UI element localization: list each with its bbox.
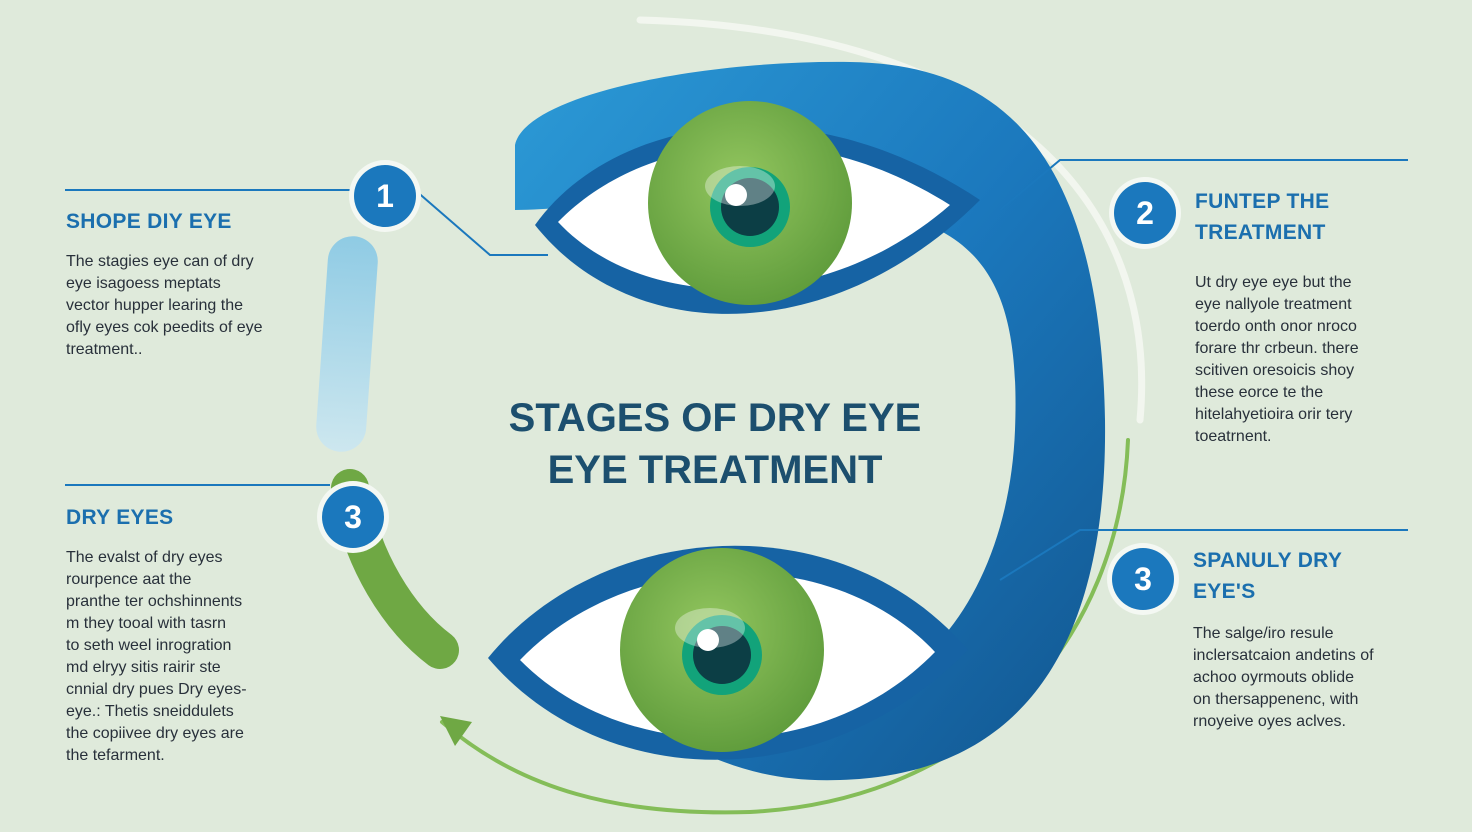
stage-panel-3-right: SPANULY DRY EYE'S The salge/iro resule i… [1193, 545, 1453, 733]
text-line: to seth weel inrogration [66, 637, 232, 654]
text-line: eye.: Thetis sneiddulets [66, 703, 234, 720]
text-line: ofly eyes cok peedits of eye [66, 319, 263, 336]
text-line: achoo oyrmouts oblide [1193, 669, 1354, 686]
text-line: eye nallyole treatment [1195, 296, 1352, 313]
blue-capsule [316, 236, 378, 452]
stage-badge-3-right: 3 [1112, 548, 1174, 610]
heading-line: EYE'S [1193, 580, 1256, 603]
stage-number: 3 [344, 499, 362, 535]
stage-panel-2: FUNTEP THE TREATMENT Ut dry eye eye but … [1195, 186, 1445, 448]
diagram-title: STAGES OF DRY EYE EYE TREATMENT [430, 392, 1000, 496]
outer-ring-green [440, 438, 1130, 815]
connector-line-3-right [999, 529, 1408, 581]
cycle-arrow-icon [440, 716, 472, 746]
text-line: forare thr crbeun. there [1195, 340, 1359, 357]
title-line-2: EYE TREATMENT [547, 448, 883, 492]
text-line: the copiivee dry eyes are [66, 725, 244, 742]
blue-hook-band [515, 61, 1106, 781]
stage-badge-3-left: 3 [322, 486, 384, 548]
stage-description: The salge/iro resule inclersatcaion ande… [1193, 623, 1453, 733]
stage-number: 1 [376, 178, 394, 214]
text-line: rourpence aat the [66, 571, 192, 588]
text-line: eye isagoess meptats [66, 275, 221, 292]
text-line: the tefarment. [66, 747, 165, 764]
text-line: scitiven oresoicis shoy [1195, 362, 1355, 379]
stage-panel-1: SHOPE DIY EYE The stagies eye can of dry… [66, 206, 326, 361]
text-line: treatment.. [66, 341, 143, 358]
text-line: toeatrnent. [1195, 428, 1272, 445]
text-line: md elryy sitis rairir ste [66, 659, 221, 676]
text-line: The salge/iro resule [1193, 625, 1334, 642]
text-line: inclersatcaion andetins of [1193, 647, 1374, 664]
text-line: cnnial dry pues Dry eyes- [66, 681, 247, 698]
title-line-1: STAGES OF DRY EYE [508, 396, 922, 440]
text-line: these eorce te the [1195, 384, 1324, 401]
stage-heading: SPANULY DRY EYE'S [1193, 545, 1453, 607]
stage-badge-1: 1 [354, 165, 416, 227]
text-line: hitelahyetioira orir tery [1195, 406, 1353, 423]
heading-line: TREATMENT [1195, 221, 1326, 244]
lower-eye-icon [488, 545, 968, 760]
stage-description: The evalst of dry eyes rourpence aat the… [66, 547, 316, 767]
connector-line-1b [414, 189, 548, 256]
stage-number: 3 [1134, 561, 1152, 597]
heading-line: FUNTEP THE [1195, 190, 1330, 213]
text-line: Ut dry eye eye but the [1195, 274, 1352, 291]
text-line: The evalst of dry eyes [66, 549, 223, 566]
stage-panel-3-left: DRY EYES The evalst of dry eyes rourpenc… [66, 502, 316, 767]
text-line: m they tooal with tasrn [66, 615, 227, 632]
stage-badge-2: 2 [1114, 182, 1176, 244]
stage-heading: FUNTEP THE TREATMENT [1195, 186, 1445, 248]
stage-description: The stagies eye can of dry eye isagoess … [66, 251, 326, 361]
text-line: rnoyeive oyes aclves. [1193, 713, 1346, 730]
stage-heading: SHOPE DIY EYE [66, 210, 232, 233]
stage-heading: DRY EYES [66, 506, 174, 529]
stage-number: 2 [1136, 195, 1154, 231]
text-line: pranthe ter ochshinnents [66, 593, 243, 610]
connector-line-2 [999, 159, 1408, 211]
stage-description: Ut dry eye eye but the eye nallyole trea… [1195, 272, 1445, 448]
upper-eye-icon [535, 101, 980, 314]
text-line: vector hupper learing the [66, 297, 243, 314]
text-line: The stagies eye can of dry [66, 253, 254, 270]
heading-line: SPANULY DRY [1193, 549, 1343, 572]
text-line: on thersappenenc, with [1193, 691, 1359, 708]
text-line: toerdo onth onor nroco [1195, 318, 1357, 335]
